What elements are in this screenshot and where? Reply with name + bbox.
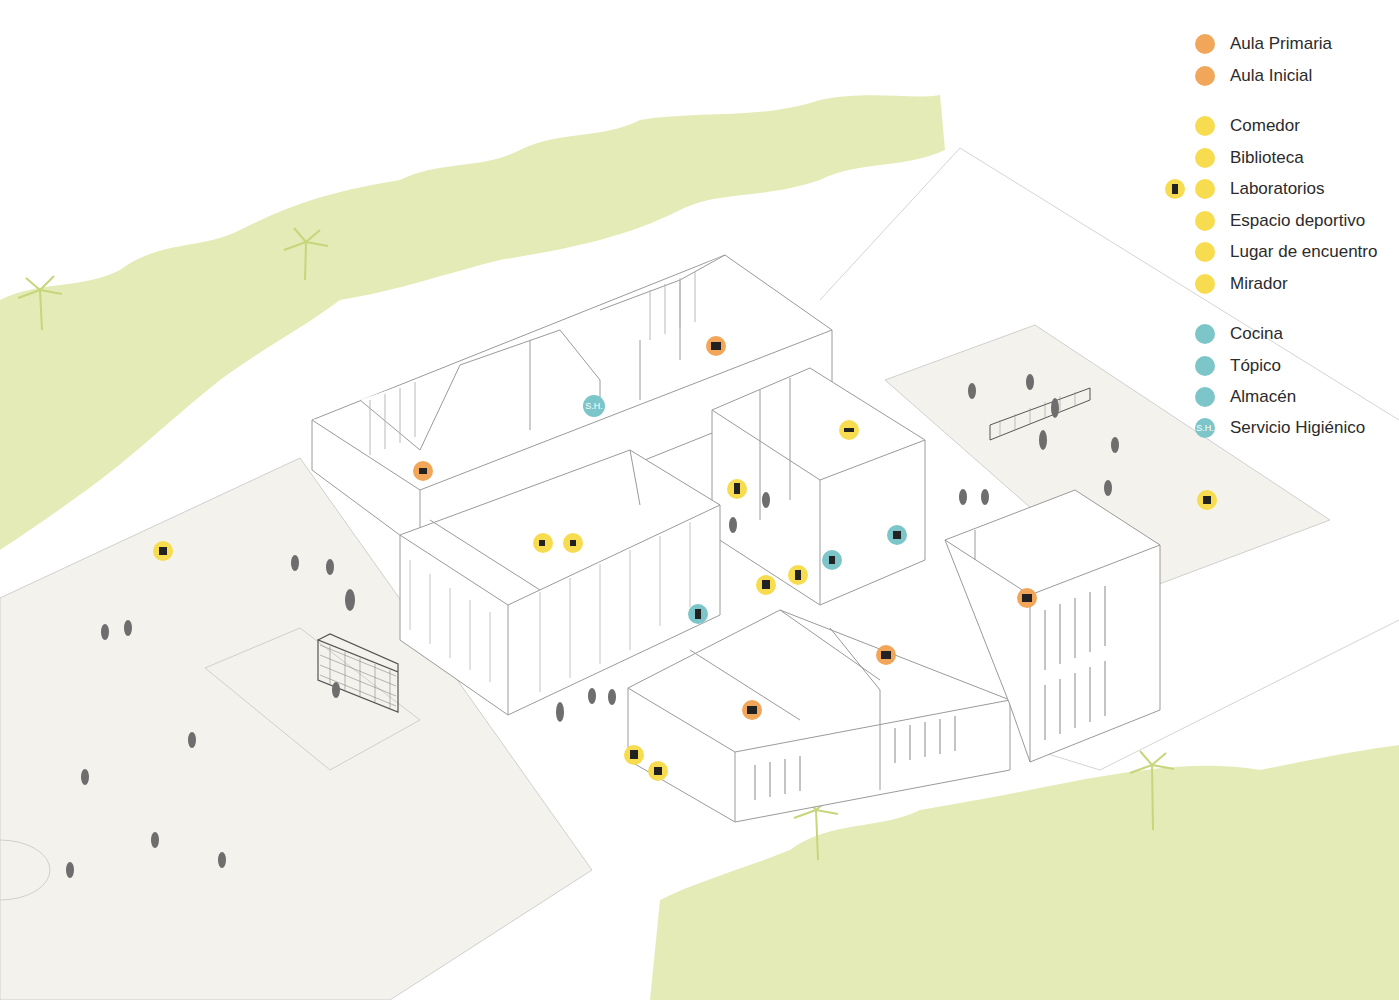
legend-swatch — [1195, 34, 1215, 54]
legend-text: Espacio deportivo — [1230, 211, 1365, 231]
legend-text: Cocina — [1230, 324, 1283, 344]
legend-swatch — [1195, 116, 1215, 136]
legend-text: Aula Inicial — [1230, 66, 1312, 86]
legend-swatch — [1195, 179, 1215, 199]
legend-swatch — [1195, 148, 1215, 168]
legend-text: Almacén — [1230, 387, 1296, 407]
legend-text: Mirador — [1230, 274, 1288, 294]
legend-text: Biblioteca — [1230, 148, 1304, 168]
legend-swatch — [1195, 324, 1215, 344]
legend-swatch — [1195, 387, 1215, 407]
legend-text: Laboratorios — [1230, 179, 1325, 199]
legend-text: Comedor — [1230, 116, 1300, 136]
icon-label: S.H. — [585, 401, 603, 411]
legend-swatch — [1195, 356, 1215, 376]
legend-text: Tópico — [1230, 356, 1281, 376]
legend-swatch — [1195, 242, 1215, 262]
icon-label: S.H. — [1196, 423, 1214, 433]
person-figure — [66, 374, 1119, 878]
legend-swatch — [1195, 274, 1215, 294]
legend-text: Aula Primaria — [1230, 34, 1332, 54]
legend-text: Lugar de encuentro — [1230, 242, 1377, 262]
legend-swatch — [1195, 211, 1215, 231]
icon-glyph — [159, 184, 1211, 775]
legend-swatch — [1195, 66, 1215, 86]
legend-text: Servicio Higiénico — [1230, 418, 1365, 438]
school-building — [312, 255, 1160, 822]
program-icon — [153, 179, 1217, 781]
